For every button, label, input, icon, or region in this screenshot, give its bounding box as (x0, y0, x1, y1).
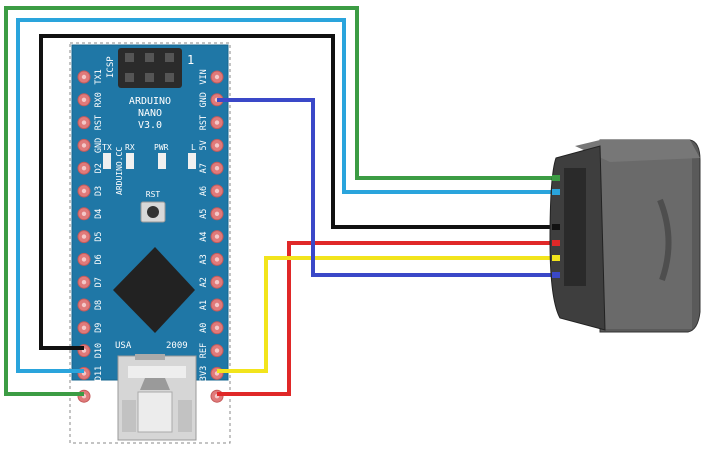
wire-blue-d11 (16, 18, 552, 373)
board-name-line1: ARDUINO (129, 96, 171, 107)
right-pin-label-a0: A0 (199, 323, 209, 333)
left-pin-hole-rst (81, 120, 87, 125)
connector-pin-4 (552, 240, 560, 246)
wire-red-d13 (217, 241, 552, 396)
right-pin-hole-ref (214, 348, 220, 353)
right-pin-hole-a4 (214, 234, 220, 239)
connector-pin-5 (552, 255, 560, 261)
right-pin-label-a1: A1 (199, 300, 209, 310)
left-pin-hole-tx1 (81, 74, 87, 80)
wire-black-d10 (39, 34, 552, 350)
led-tx (103, 153, 111, 169)
connector-pin-cavity (564, 168, 586, 286)
left-pin-label-d2: D2 (94, 163, 104, 173)
left-pin-label-d10: D10 (94, 343, 104, 358)
left-pin-hole-d2 (81, 166, 87, 171)
connector-top-rim (575, 140, 700, 162)
right-pin-label-a3: A3 (199, 254, 209, 264)
right-pin-label-a5: A5 (199, 209, 209, 219)
connector-pin-6 (552, 272, 560, 278)
right-pin-label-ref: REF (199, 343, 209, 358)
led-pwr (158, 153, 166, 169)
board-name-line2: NANO (138, 108, 162, 119)
rst-button-label: RST (146, 190, 161, 199)
left-pin-hole-d9 (81, 325, 87, 330)
mini-usb-connector (117, 354, 197, 441)
right-pin-hole-a7 (214, 166, 220, 171)
left-pin-label-d11: D11 (94, 366, 104, 381)
right-pin-label-a6: A6 (199, 186, 209, 196)
reset-button-cap (147, 206, 159, 218)
connector-latch-slot (657, 198, 672, 281)
right-pin-hole-a6 (214, 188, 220, 194)
right-pin-hole-rst (214, 120, 220, 125)
right-pin-label-gnd: GND (199, 92, 209, 107)
left-pin-label-d8: D8 (94, 300, 104, 310)
left-pin-label-rst: RST (94, 115, 104, 130)
left-pin-hole-gnd (81, 143, 87, 148)
wire-yellow-3v3 (217, 256, 552, 373)
right-pin-label-rst: RST (199, 115, 209, 130)
board-outline (69, 42, 231, 444)
right-pin-hole-a5 (214, 211, 220, 216)
wires (4, 6, 552, 396)
left-pin-label-d6: D6 (94, 254, 104, 264)
right-pin-label-5v: 5V (199, 140, 209, 150)
icsp-label: ICSP (106, 56, 116, 78)
wire-blue-gnd (217, 98, 552, 277)
connector-pin-3 (552, 224, 560, 230)
right-pin-label-a4: A4 (199, 231, 209, 241)
country-label: USA (115, 341, 132, 351)
right-pin-label-3v3: 3V3 (199, 366, 209, 381)
icsp-pin1-label: 1 (187, 53, 194, 67)
microcontroller-chip (113, 247, 195, 333)
right-pin-label-d13: D13 (199, 389, 209, 404)
website-label: ARDUINO.CC (115, 147, 124, 195)
wire-green-d12 (4, 6, 552, 396)
connector-module (549, 139, 701, 333)
left-pin-hole-d5 (81, 234, 87, 239)
left-pin-label-rx0: RX0 (94, 92, 104, 107)
right-pin-hole-a0 (214, 325, 220, 330)
connector-face (600, 143, 692, 329)
right-pin-hole-5v (214, 143, 220, 148)
icsp-header (118, 48, 182, 88)
right-pin-label-a2: A2 (199, 277, 209, 287)
left-pin-label-d4: D4 (94, 209, 104, 219)
right-pin-label-a7: A7 (199, 163, 209, 173)
right-pin-hole-vin (214, 74, 220, 80)
left-pin-label-d7: D7 (94, 277, 104, 287)
left-pin-label-d3: D3 (94, 186, 104, 196)
right-pin-label-vin: VIN (199, 69, 209, 84)
led-rx (126, 153, 134, 169)
connector-pin-1 (552, 175, 560, 181)
right-pin-hole-a3 (214, 257, 220, 262)
left-pin-hole-d8 (81, 302, 87, 308)
board-name-line3: V3.0 (138, 120, 162, 131)
led-label-tx: TX (102, 143, 112, 152)
led-label-rx: RX (125, 143, 135, 152)
connector-pin-2 (552, 189, 560, 195)
left-pin-hole-d7 (81, 280, 87, 285)
right-pin-hole-a1 (214, 302, 220, 308)
left-pin-label-d5: D5 (94, 231, 104, 241)
led-label-pwr: PWR (154, 143, 169, 152)
left-pin-hole-d3 (81, 188, 87, 194)
arduino-nano-board: ICSP 1 ARDUINO NANO V3.0 TX RX PWR L ARD… (69, 42, 231, 444)
left-pin-hole-d4 (81, 211, 87, 216)
left-pin-label-tx1: TX1 (94, 69, 104, 84)
left-pin-label-d9: D9 (94, 323, 104, 333)
year-label: 2009 (166, 341, 188, 351)
left-pin-label-gnd: GND (94, 138, 104, 153)
led-label-l: L (191, 143, 196, 152)
led-l (188, 153, 196, 169)
left-pin-hole-rx0 (81, 97, 87, 103)
left-pin-hole-d6 (81, 257, 87, 262)
left-pin-label-d12: D12 (94, 389, 104, 404)
right-pin-hole-a2 (214, 280, 220, 285)
status-leds: TX RX PWR L (102, 143, 196, 169)
